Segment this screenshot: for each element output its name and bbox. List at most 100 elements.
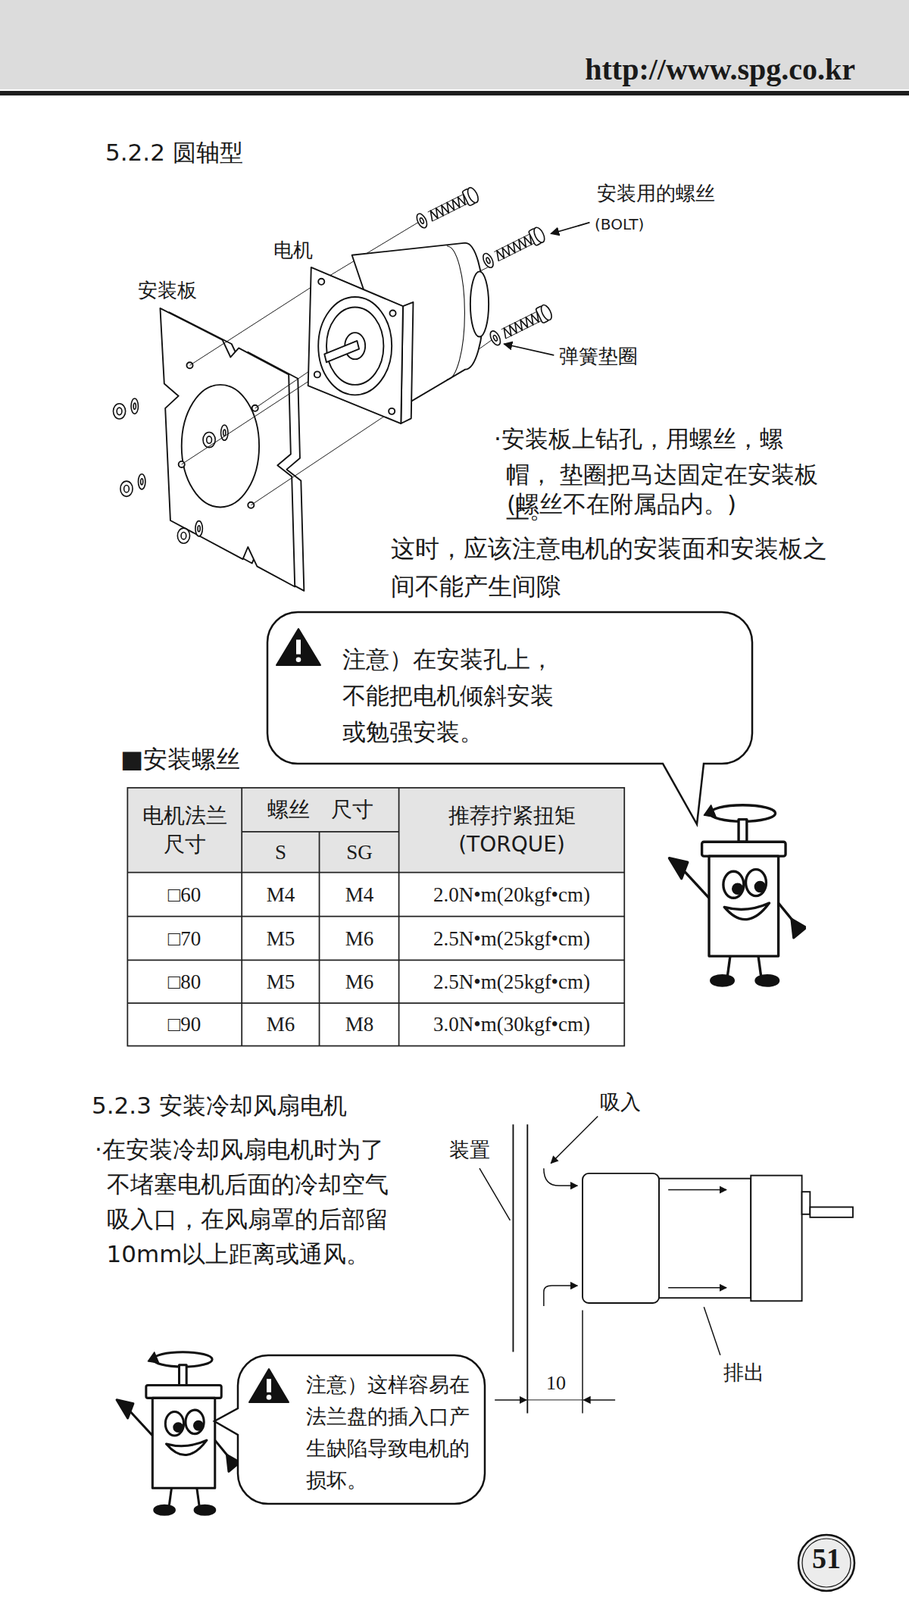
leader-arrow: [503, 343, 554, 356]
table-cell: 2.5N•m(25kgf•cm): [399, 916, 625, 961]
table-cell: 2.5N•m(25kgf•cm): [399, 960, 625, 1003]
header-band: http://www.spg.co.kr: [0, 0, 909, 90]
nut-and-washer: [203, 431, 216, 447]
torque-table: [127, 915, 625, 918]
table-cell: 2.0N•m(20kgf•cm): [399, 872, 625, 917]
motor-illustration: [318, 296, 392, 395]
warning-icon: [276, 628, 321, 666]
fan-motor: [659, 1178, 751, 1299]
device-wall: [526, 1124, 528, 1413]
dimension-line: [494, 1399, 527, 1400]
mounting-plate: [159, 308, 295, 588]
table-header: 电机法兰 尺寸: [127, 787, 242, 873]
torque-table: [127, 787, 625, 873]
torque-table: [398, 787, 400, 1047]
dimension-line: [527, 1399, 583, 1400]
nut-and-washer: [195, 521, 203, 537]
part-label: 安装用的螺丝: [596, 181, 716, 207]
table-cell: M4: [319, 872, 400, 917]
part-label: 吸入: [599, 1088, 641, 1116]
mounting-plate: [181, 384, 260, 508]
bolt-illustration: [481, 225, 547, 270]
bolt-illustration: [414, 186, 554, 348]
nut-and-washer: [177, 527, 190, 544]
warning-icon: [266, 1378, 272, 1393]
site-url: http://www.spg.co.kr: [584, 52, 856, 88]
airflow-arrow: [668, 1189, 727, 1191]
fan-motor: [582, 1173, 660, 1303]
alignment-line: [250, 411, 392, 506]
part-label: 安装板: [137, 278, 197, 304]
fan-motor: [802, 1191, 811, 1215]
warning-icon: [249, 1368, 289, 1403]
part-label: 装置: [449, 1136, 491, 1163]
mounting-plate: [159, 308, 304, 591]
table-cell: □70: [127, 916, 242, 961]
section-heading: 5.2.2 圆轴型: [105, 137, 244, 168]
leader-arrow: [550, 222, 590, 235]
warning-icon: [276, 628, 321, 666]
torque-table: [240, 787, 243, 1047]
section-heading: 5.2.3 安装冷却风扇电机: [91, 1090, 347, 1121]
motor-illustration: [318, 278, 325, 285]
table-header: S: [241, 831, 320, 873]
table-cell: □80: [127, 960, 242, 1003]
mascot-illustration: [116, 1352, 240, 1515]
warning-icon: [249, 1368, 289, 1403]
nut-and-washer: [112, 403, 125, 419]
table-heading: ■安装螺丝: [120, 743, 241, 776]
caution-bubble: 注意）在安装孔上， 不能把电机倾斜安装 或勉强安装。: [267, 612, 753, 764]
torque-table: [241, 830, 399, 833]
torque-table: [127, 1002, 625, 1004]
caution-text: 注意）这样容易在 法兰盘的插入口产 生缺陷导致电机的 损坏。: [306, 1368, 478, 1497]
leader-line: [703, 1306, 721, 1355]
motor-illustration: [389, 310, 396, 317]
table-cell: M5: [241, 916, 320, 961]
table-header: SG: [319, 831, 400, 873]
table-cell: □60: [127, 872, 242, 917]
mounting-plate: [252, 405, 259, 412]
speech-bubble: [214, 1355, 485, 1504]
device-wall: [512, 1124, 528, 1413]
part-label: 弹簧垫圈: [559, 343, 638, 370]
leader-line: [479, 1168, 510, 1221]
table-cell: M8: [319, 1002, 400, 1047]
note-text: 这时，应该注意电机的安装面和安装板之 间不能产生间隙: [390, 530, 838, 606]
page-number: 51: [797, 1530, 856, 1596]
note-text: (螺丝不在附属品内。): [506, 488, 737, 519]
part-label: 电机: [273, 237, 313, 264]
warning-icon: [296, 657, 302, 663]
part-label: (BOLT): [594, 214, 644, 235]
header-rule: [0, 90, 909, 96]
dimension-line: [494, 1309, 616, 1413]
motor-illustration: [446, 246, 466, 380]
motor-illustration: [388, 408, 395, 415]
fan-motor: [750, 1175, 802, 1302]
table-cell: M6: [241, 1002, 320, 1047]
warning-icon: [296, 639, 301, 654]
motor-illustration: [324, 340, 360, 363]
table-header: 螺丝 尺寸: [241, 787, 400, 832]
leader-arrow: [503, 222, 590, 356]
mascot-illustration: [669, 805, 806, 986]
torque-table: [127, 959, 625, 962]
torque-table: [127, 787, 625, 1047]
warning-icon: [266, 1394, 272, 1400]
alignment-line: [181, 220, 495, 506]
table-header: 推荐拧紧扭矩 (TORQUE): [399, 787, 625, 873]
page-number-text: 51: [797, 1530, 856, 1588]
motor-illustration: [308, 267, 403, 424]
torque-table: [318, 831, 321, 1047]
table-cell: M6: [319, 916, 400, 961]
part-label: 排出: [723, 1358, 765, 1386]
nut-and-washer: [137, 474, 145, 490]
airflow-arrow: [668, 1286, 727, 1288]
motor-illustration: [470, 271, 489, 337]
alignment-line: [190, 280, 322, 366]
fan-motor: [809, 1206, 853, 1217]
motor-illustration: [314, 371, 321, 378]
bolt-illustration: [487, 303, 554, 347]
torque-table: [127, 871, 625, 874]
device-wall: [512, 1124, 514, 1352]
